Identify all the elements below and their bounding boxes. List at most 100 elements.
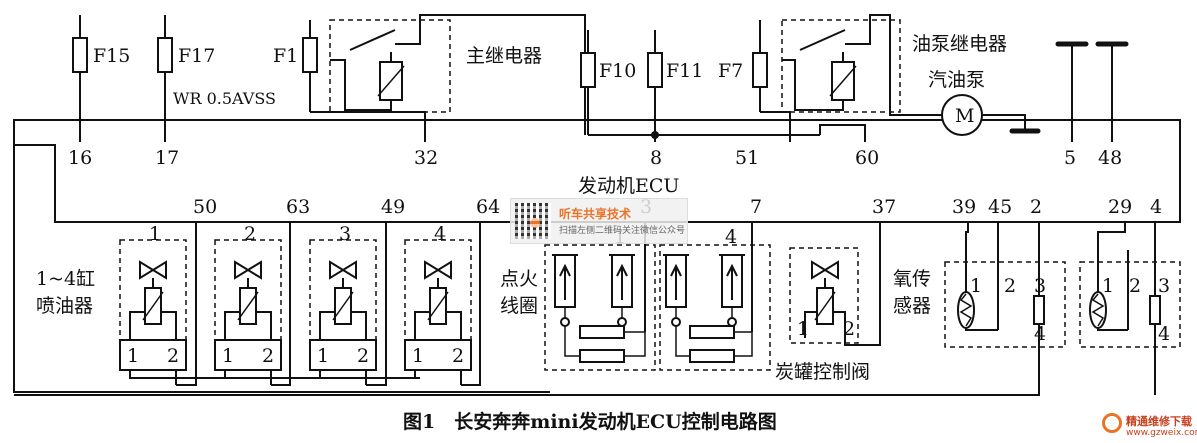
injector-1-connector xyxy=(119,339,187,371)
oxygen-sensor-b-terminal-2: 2 xyxy=(1129,275,1141,297)
injector-4-valve xyxy=(424,260,452,280)
oxygen-sensor-a-wires xyxy=(14,222,1040,396)
logo-url: www.gzweix.com xyxy=(1126,428,1197,438)
injector-4-coil-diagonal xyxy=(427,291,449,321)
fuel-pump-relay-wires xyxy=(760,52,866,142)
injector-3-valve xyxy=(329,260,357,280)
oxygen-sensor-label-line1: 氧传 xyxy=(893,268,931,290)
ignition-coil-node-1 xyxy=(560,317,570,327)
oxygen-sensor-b-terminal-1: 1 xyxy=(1102,275,1114,297)
fuel-pump-label: 汽油泵 xyxy=(928,69,985,91)
injector-1-wiring xyxy=(129,278,177,345)
oxygen-sensor-a-terminal-4: 4 xyxy=(1034,323,1046,345)
f10-label: F10 xyxy=(599,60,636,82)
injector-1-valve xyxy=(139,260,167,280)
figure-caption: 图1 长安奔奔mini发动机ECU控制电路图 xyxy=(403,410,777,433)
pin-7: 7 xyxy=(750,196,762,218)
ecu-label: 发动机ECU xyxy=(578,175,679,197)
fuel-pump-relay-coil-diagonal xyxy=(829,65,857,97)
wire-spec-label: WR 0.5AVSS xyxy=(173,89,276,108)
injector-4-terminal-2: 2 xyxy=(452,345,464,367)
injector-2-valve xyxy=(234,260,262,280)
pin-29: 29 xyxy=(1108,196,1132,218)
oxygen-sensor-a-heater xyxy=(1033,295,1045,325)
canister-valve-group: 1 2 xyxy=(789,222,881,346)
canister-valve-coil-diagonal xyxy=(814,291,836,321)
fuel-pump-relay-label: 油泵继电器 xyxy=(912,33,1007,55)
f17-label: F17 xyxy=(178,45,215,67)
injector-1-number: 1 xyxy=(149,223,161,245)
injector-group: 1 1 2 2 1 2 3 1 2 4 1 2 xyxy=(13,145,550,393)
fuel-pump-relay-switch xyxy=(799,14,942,116)
pin-4: 4 xyxy=(1150,196,1162,218)
injector-3-wiring xyxy=(319,278,367,345)
f7-label: F7 xyxy=(718,60,743,82)
pin-50: 50 xyxy=(193,196,217,218)
f10-fuse xyxy=(580,52,596,88)
ignition-coil-node-3 xyxy=(671,317,681,327)
injector-4-wiring xyxy=(414,278,462,345)
logo-name: 精通维修下载 xyxy=(1126,415,1192,428)
fuel-pump-ground xyxy=(982,114,1026,130)
f11-label: F11 xyxy=(666,60,703,82)
injector-power-rail xyxy=(129,370,420,379)
ignition-coil-label-line1: 点火 xyxy=(500,268,538,290)
injector-2-terminal-2: 2 xyxy=(262,345,274,367)
f7-fuse xyxy=(752,52,768,88)
f1-label: F1 xyxy=(273,45,298,67)
oxygen-sensor-label-line2: 感器 xyxy=(893,295,931,317)
canister-valve-wiring xyxy=(804,222,881,346)
injector-4-connector xyxy=(404,339,472,371)
oxygen-sensor-a-terminal-2: 2 xyxy=(1004,275,1016,297)
injector-3-number: 3 xyxy=(339,223,351,245)
f1-fuse xyxy=(302,37,318,73)
canister-valve-terminal-2: 2 xyxy=(843,318,855,340)
oxygen-sensor-b-heater xyxy=(1149,295,1161,325)
oxygen-sensor-b-wires xyxy=(1097,222,1156,395)
pin-64: 64 xyxy=(476,196,500,218)
f15-fuse xyxy=(72,37,88,73)
pin-63: 63 xyxy=(286,196,310,218)
injector-label-line1: 1~4缸 xyxy=(36,268,95,290)
canister-valve-terminal-1: 1 xyxy=(797,318,809,340)
ignition-coil-winding-b1 xyxy=(689,325,735,339)
canister-valve-label: 炭罐控制阀 xyxy=(775,361,870,383)
injector-4-terminal-1: 1 xyxy=(412,345,424,367)
watermark-banner: 听车共享技术 扫描左侧二维码关注微信公众号 xyxy=(510,198,688,244)
pin-48: 48 xyxy=(1098,147,1122,169)
oxygen-sensor-a-box xyxy=(944,261,1066,348)
pin-51: 51 xyxy=(735,147,759,169)
oxygen-sensor-b-terminal-4: 4 xyxy=(1158,323,1170,345)
pin-2: 2 xyxy=(1030,196,1042,218)
junction-dot xyxy=(651,131,659,139)
injector-2-wiring xyxy=(224,278,272,345)
oxygen-sensor-b-terminal-3: 3 xyxy=(1158,275,1170,297)
watermark-title: 听车共享技术 xyxy=(559,207,632,221)
ignition-coil-winding-b2 xyxy=(689,349,735,363)
oxygen-sensor-b-zigzag xyxy=(1091,293,1105,327)
injector-2-terminal-1: 1 xyxy=(222,345,234,367)
pin-17: 17 xyxy=(155,147,179,169)
ignition-coil-group: 1 4 xyxy=(544,222,771,371)
ignition-coil-winding-a1 xyxy=(579,325,625,339)
ignition-coil-label-line2: 线圈 xyxy=(500,295,538,317)
injector-2-connector xyxy=(214,339,282,371)
main-relay-coil-diagonal xyxy=(377,65,405,97)
main-relay-wires xyxy=(310,52,426,142)
injector-3-connector xyxy=(309,339,377,371)
injector-1-terminal-1: 1 xyxy=(127,345,139,367)
oxygen-sensor-group: 1 2 3 4 1 2 3 4 xyxy=(14,222,1181,396)
ignition-coil-winding-wires xyxy=(564,326,753,357)
ignition-coil-node-2 xyxy=(617,317,627,327)
injector-3-terminal-1: 1 xyxy=(317,345,329,367)
pin-32: 32 xyxy=(414,147,438,169)
fuel-pump-motor-symbol: M xyxy=(955,105,974,127)
oxygen-sensor-b-box xyxy=(1079,261,1181,348)
injector-1-coil-diagonal xyxy=(142,291,164,321)
oxygen-sensor-b-element xyxy=(1089,291,1107,329)
pin-37: 37 xyxy=(872,196,896,218)
main-relay-box xyxy=(329,19,451,113)
logo-ring-icon xyxy=(1102,413,1122,433)
oxygen-sensor-a-terminal-1: 1 xyxy=(970,275,982,297)
